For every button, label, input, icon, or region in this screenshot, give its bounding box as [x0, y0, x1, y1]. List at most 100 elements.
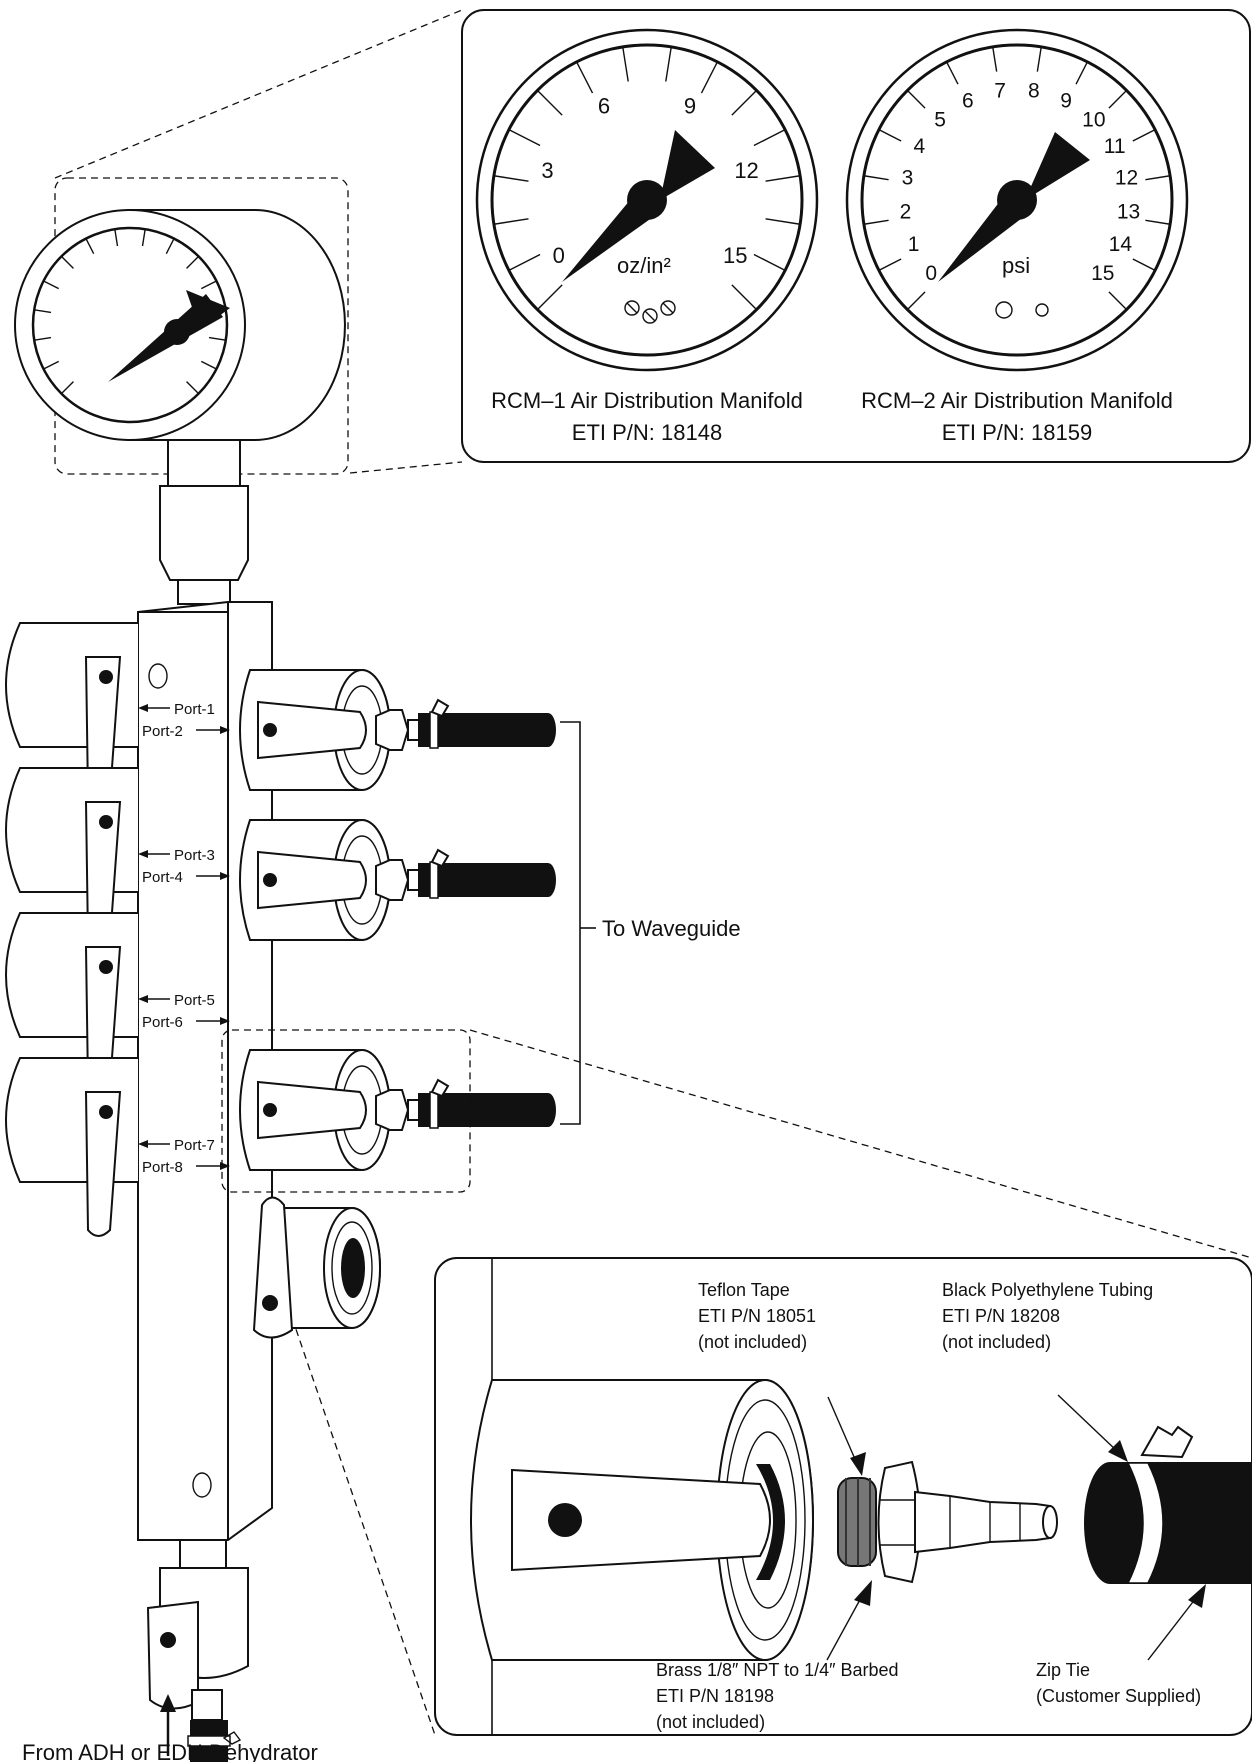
port-label-text: Port-3 — [174, 847, 215, 864]
gauge_rcm2-tick-label: 3 — [902, 167, 914, 190]
teflon-note: (not included) — [698, 1332, 807, 1352]
port-label: Port-7 — [138, 1137, 215, 1154]
port-label: Port-1 — [138, 701, 215, 718]
gauge_rcm2-tick-label: 0 — [925, 262, 937, 285]
callout-arrows — [826, 1394, 1206, 1661]
rcm2-tick — [946, 61, 959, 85]
port-hole-left — [995, 301, 1013, 319]
gauge_rcm1-tick-label: 12 — [734, 158, 758, 183]
gauge-tick — [200, 280, 217, 290]
gauge-tick — [43, 360, 60, 370]
rcm2-part-number: ETI P/N: 18159 — [942, 420, 1092, 445]
rcm2-tick — [906, 291, 926, 311]
inlet-fitting — [146, 1539, 249, 1762]
gauge-tick — [60, 381, 74, 395]
left-valve — [5, 912, 138, 1092]
gauge_rcm2-tick-label: 8 — [1028, 79, 1040, 102]
rcm2-tick — [878, 129, 902, 142]
rcm2-tick — [1145, 175, 1171, 181]
zip-tie-note: (Customer Supplied) — [1036, 1686, 1201, 1706]
port-label-text: Port-4 — [142, 869, 183, 886]
manifold-gauge — [14, 177, 349, 605]
from-dehydrator-label: From ADH or EDH Dehydrator — [22, 1740, 318, 1762]
rcm1-part-number: ETI P/N: 18148 — [572, 420, 722, 445]
port-label: Port-3 — [138, 847, 215, 864]
waveguide-port — [239, 669, 556, 791]
port-label-text: Port-7 — [174, 1137, 215, 1154]
brass-part: ETI P/N 18198 — [656, 1686, 774, 1706]
teflon-part: ETI P/N 18051 — [698, 1306, 816, 1326]
valve-pin — [99, 670, 113, 684]
gauge_rcm2-tick-label: 13 — [1117, 200, 1140, 223]
rcm1-tick — [731, 89, 758, 116]
gauge_rcm1-tick-label: 0 — [553, 243, 565, 268]
rcm2-tick — [1108, 291, 1128, 311]
rcm1-tick — [493, 175, 529, 182]
teflon-label: Teflon Tape — [698, 1280, 790, 1300]
rcm1-tick — [700, 61, 718, 94]
gauge_rcm2-tick-label: 4 — [914, 135, 926, 158]
port-label: Port-2 — [142, 723, 230, 740]
port-label-text: Port-2 — [142, 723, 183, 740]
tubing-label: Black Polyethylene Tubing — [942, 1280, 1153, 1300]
gauge-tick — [141, 229, 146, 247]
waveguide-bracket: To Waveguide — [560, 721, 741, 1125]
brass-label: Brass 1/8″ NPT to 1/4″ Barbed — [656, 1660, 899, 1680]
inlet-arrow-icon — [160, 1694, 176, 1756]
gauge_rcm2-tick-label: 1 — [908, 233, 920, 256]
port-label-text: Port-1 — [174, 701, 215, 718]
port-label: Port-5 — [138, 992, 215, 1009]
gauge_rcm2-tick-label: 14 — [1109, 233, 1133, 256]
zoom-guide-lines — [54, 9, 1252, 1736]
rcm1-tick — [665, 46, 672, 82]
tubing-note: (not included) — [942, 1332, 1051, 1352]
polyethylene-tubing-icon — [1084, 1425, 1252, 1584]
left-valves — [5, 622, 138, 1237]
rcm1-tick — [622, 46, 629, 82]
rcm2-tick — [1132, 258, 1156, 271]
teflon-tape-icon — [837, 1477, 877, 1567]
gauge_rcm1-tick-label: 6 — [598, 93, 610, 118]
gauge-tick — [200, 360, 217, 370]
rcm2-tick — [1036, 46, 1042, 72]
to-waveguide-label: To Waveguide — [602, 916, 741, 941]
rcm2-tick — [863, 219, 889, 225]
zip-tie-label: Zip Tie — [1036, 1660, 1090, 1680]
tubing-part: ETI P/N 18208 — [942, 1306, 1060, 1326]
open-port — [252, 1196, 381, 1339]
manifold-body — [137, 601, 273, 1541]
left-valve — [5, 1057, 138, 1237]
gauge-tick — [186, 381, 200, 395]
rcm1-tick — [765, 175, 801, 182]
rcm1-tick — [576, 61, 594, 94]
valve-pin — [99, 815, 113, 829]
gauge-tick — [208, 336, 226, 341]
rcm1-title: RCM–1 Air Distribution Manifold — [491, 388, 803, 413]
rcm1-tick — [536, 284, 563, 311]
gauge_rcm2-tick-label: 7 — [994, 79, 1006, 102]
gauge_rcm2-tick-label: 10 — [1082, 109, 1105, 132]
rcm2-tick — [1132, 129, 1156, 142]
waveguide-port — [239, 819, 556, 941]
tube-icon — [418, 713, 548, 747]
rcm1-tick — [508, 253, 541, 271]
gauge_rcm1-tick-label: 3 — [541, 158, 553, 183]
brass-note: (not included) — [656, 1712, 765, 1732]
brass-fitting-icon — [877, 1460, 1058, 1584]
rcm1-tick — [753, 253, 786, 271]
rcm1-tick — [508, 129, 541, 147]
rcm2-tick — [878, 258, 902, 271]
rcm2-tick — [906, 89, 926, 109]
gauge-tick — [165, 238, 175, 255]
fitting-detail-panel: Teflon Tape ETI P/N 18051 (not included)… — [434, 1257, 1252, 1736]
gauge_rcm2-tick-label: 9 — [1060, 89, 1072, 112]
port-labels: Port-1Port-2Port-3Port-4Port-5Port-6Port… — [138, 701, 230, 1176]
left-valve — [5, 622, 138, 802]
rcm2-tick — [1075, 61, 1088, 85]
gauge_rcm2-tick-label: 6 — [962, 89, 974, 112]
rcm1-tick — [536, 89, 563, 116]
gauge_rcm2-tick-label: 11 — [1104, 135, 1126, 158]
